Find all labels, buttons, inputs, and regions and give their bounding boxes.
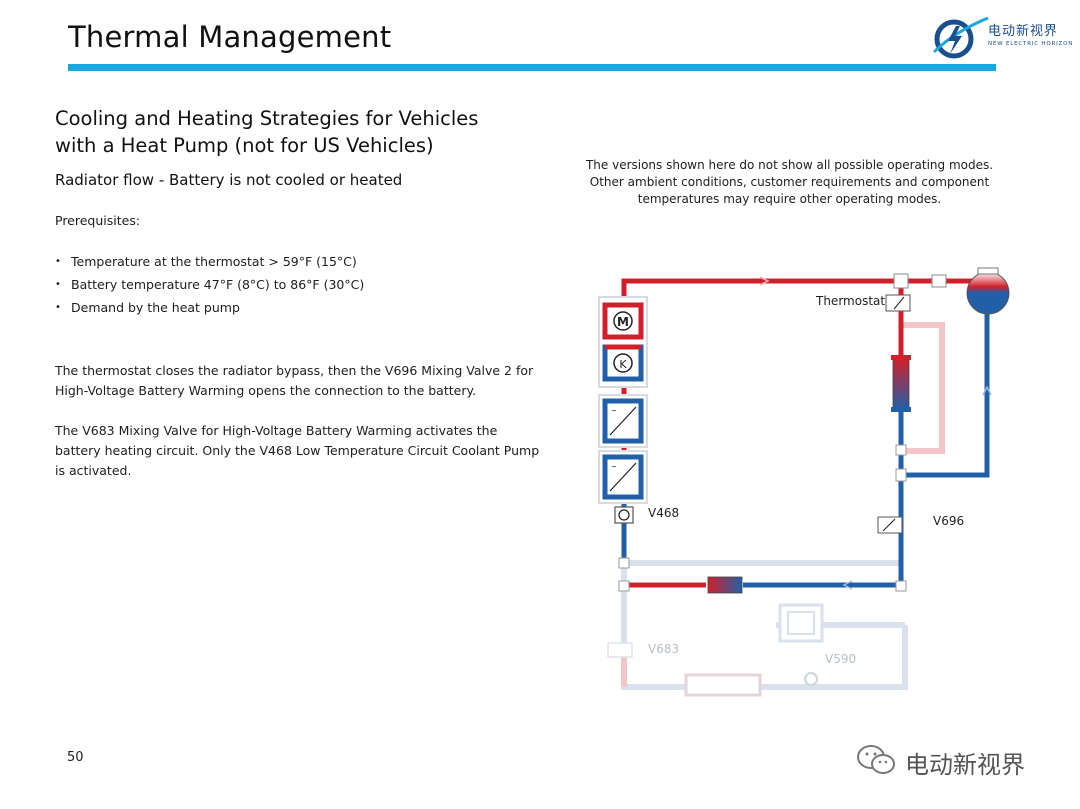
svg-text:K: K xyxy=(619,358,627,371)
faded-battery xyxy=(684,673,762,697)
mixing-valve-v696 xyxy=(877,516,903,534)
logo-name-cn: 电动新视界 xyxy=(988,24,1059,39)
wechat-icon xyxy=(857,745,895,774)
flow-arrow-icon xyxy=(842,580,853,590)
prerequisites-label: Prerequisites: xyxy=(55,213,141,228)
description-paragraph: The V683 Mixing Valve for High-Voltage B… xyxy=(55,423,540,478)
cold-coolant-line xyxy=(621,305,990,588)
faded-valve-v683 xyxy=(607,642,633,658)
motor-m-icon xyxy=(613,311,633,331)
svg-text:~: ~ xyxy=(611,463,617,471)
logo-name-en: NEW ELECTRIC HORIZON xyxy=(988,41,1074,47)
title-underline xyxy=(68,64,996,71)
mode-subheading: Radiator flow - Battery is not cooled or… xyxy=(55,171,403,189)
flow-arrow-icon xyxy=(982,385,992,396)
electric-motor xyxy=(602,302,644,340)
page-title: Thermal Management xyxy=(68,20,392,54)
coolant-circuit-diagram: M K ~ ~ V468 Thermostat xyxy=(598,267,1010,697)
thermostat-valve xyxy=(885,294,911,312)
page-number: 50 xyxy=(67,750,84,765)
section-heading: Cooling and Heating Strategies for Vehic… xyxy=(55,107,479,157)
label-v683: V683 xyxy=(648,642,679,656)
svg-text:M: M xyxy=(617,315,629,329)
power-converter-2 xyxy=(602,454,644,500)
svg-text:~: ~ xyxy=(611,407,617,415)
label-thermostat: Thermostat xyxy=(815,294,885,308)
lightning-globe-icon xyxy=(932,16,989,59)
description-paragraph: The thermostat closes the radiator bypas… xyxy=(55,363,534,398)
inactive-circuit xyxy=(621,560,908,690)
t-junction xyxy=(893,273,909,289)
radiator xyxy=(892,357,910,411)
battery-heat-exchanger xyxy=(707,576,743,594)
label-v590: V590 xyxy=(825,652,856,666)
list-item: Battery temperature 47°F (8°C) to 86°F (… xyxy=(55,276,364,299)
tank-cap xyxy=(977,267,999,275)
list-item: Demand by the heat pump xyxy=(55,299,364,322)
pump-icon xyxy=(618,509,630,521)
wechat-watermark: 电动新视界 xyxy=(855,742,1055,782)
power-converter-1 xyxy=(602,398,644,444)
prerequisites-list: Temperature at the thermostat > 59°F (15… xyxy=(55,253,364,322)
watermark-text: 电动新视界 xyxy=(905,751,1025,779)
inline-sensor xyxy=(931,274,947,288)
flow-arrow-icon xyxy=(759,276,770,286)
brand-logo: 电动新视界 NEW ELECTRIC HORIZON xyxy=(930,12,1075,62)
list-item: Temperature at the thermostat > 59°F (15… xyxy=(55,253,364,276)
label-v696: V696 xyxy=(933,514,964,528)
compressor-k-icon xyxy=(613,353,633,373)
expansion-tank xyxy=(966,271,1010,315)
disclaimer-note: The versions shown here do not show all … xyxy=(585,158,994,206)
faded-pump-v590 xyxy=(804,672,818,686)
label-v468: V468 xyxy=(648,506,679,520)
